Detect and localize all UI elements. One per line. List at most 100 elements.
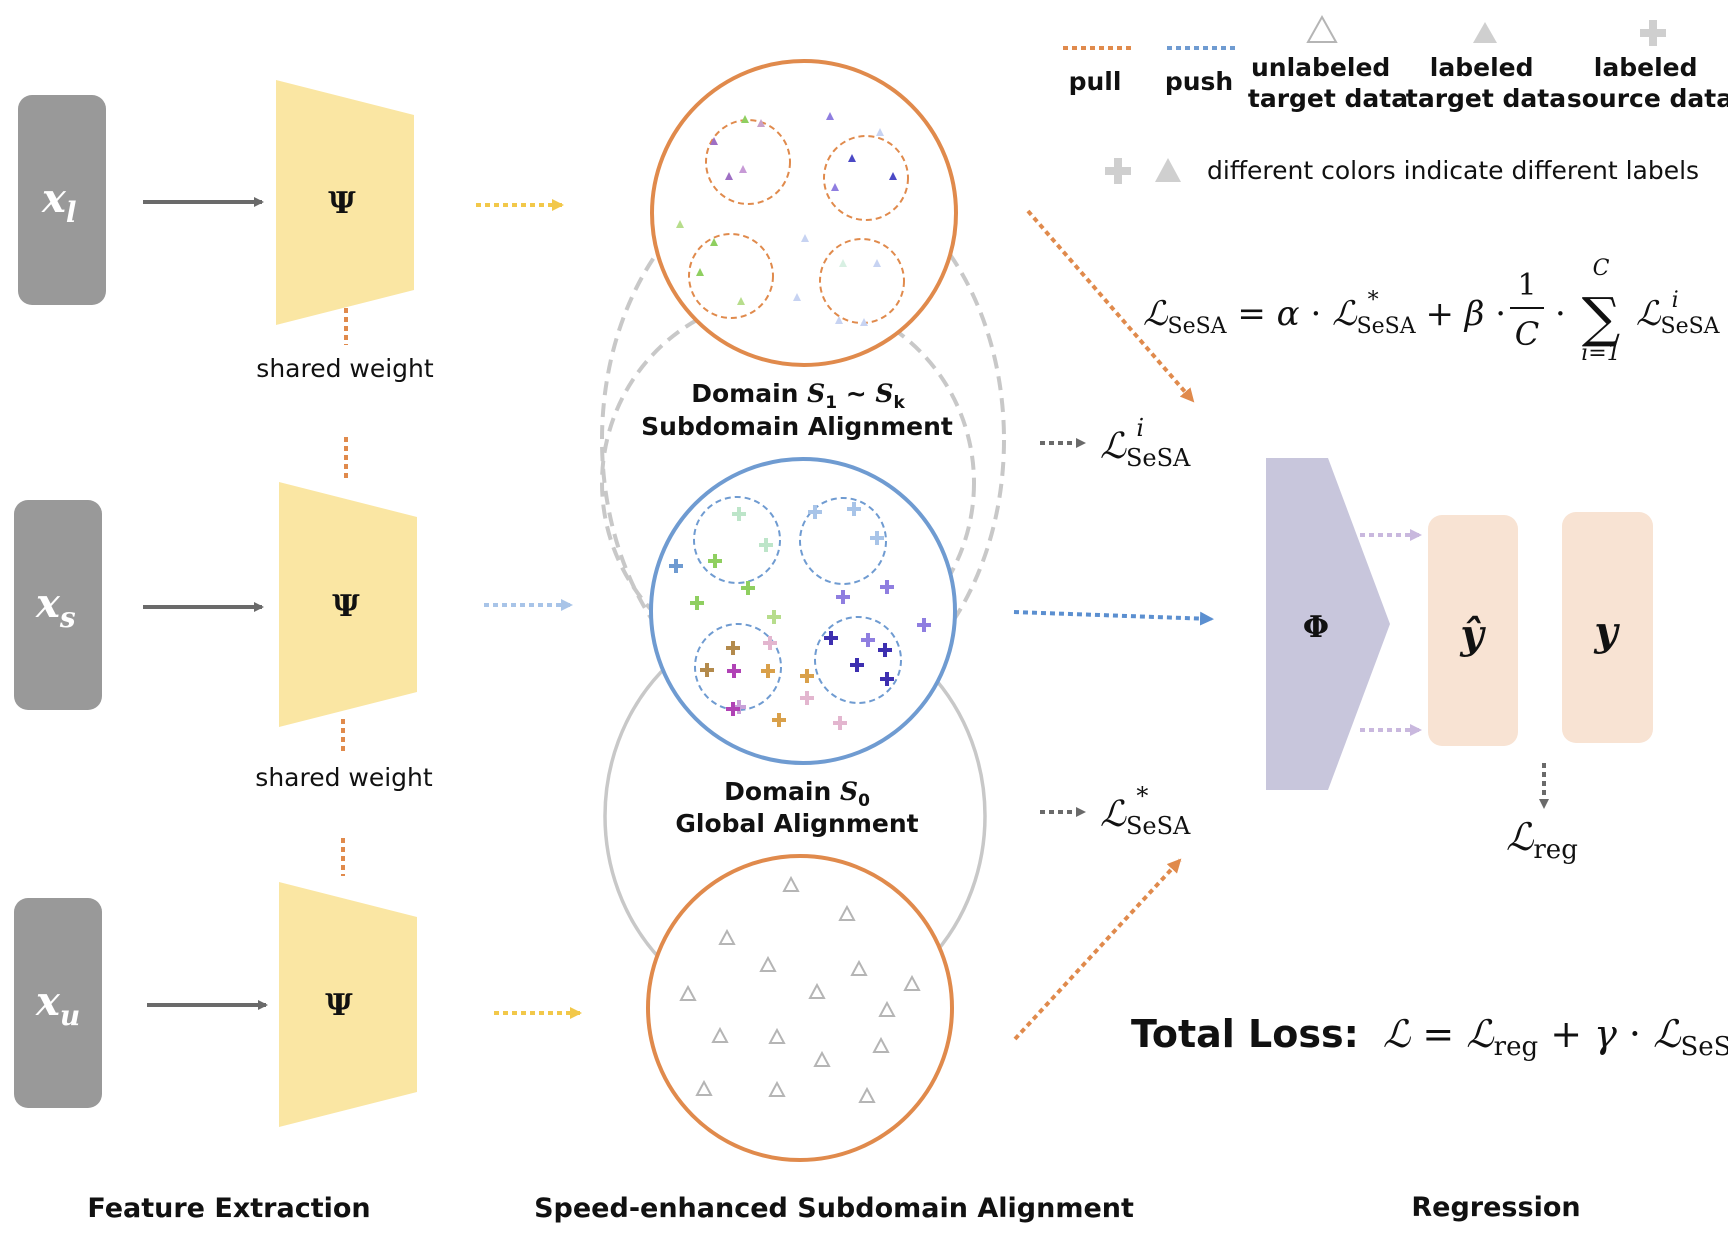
subdomain-cluster xyxy=(823,135,909,221)
formula-frac-num: 1 xyxy=(1517,268,1536,303)
cross-mark xyxy=(690,596,704,610)
cross-mark xyxy=(759,538,773,552)
domain-mid-subtitle: Global Alignment xyxy=(675,809,918,838)
loss-sesa-star: ℒSeSA* xyxy=(1100,782,1191,840)
triangle-mark xyxy=(725,172,733,180)
cross-mark xyxy=(850,658,864,672)
triangle-mark xyxy=(710,238,718,246)
formula-lhs: ℒSeSA = α · ℒSeSA* + β · xyxy=(1143,288,1506,339)
gray-dashed-oval-outer xyxy=(600,166,1006,714)
triangle-mark xyxy=(710,137,718,145)
section-regression: Regression xyxy=(1411,1192,1580,1223)
regressor-phi: Φ xyxy=(1266,458,1390,790)
legend: pull push unlabeled target data labeled … xyxy=(1063,14,1728,185)
triangle-mark xyxy=(878,1000,896,1017)
section-feature-extraction: Feature Extraction xyxy=(87,1193,370,1224)
svg-text:xu: xu xyxy=(35,978,80,1032)
triangle-mark xyxy=(838,904,856,921)
svg-text:Φ: Φ xyxy=(1303,610,1329,645)
triangle-mark xyxy=(711,1026,729,1043)
triangle-mark xyxy=(741,115,749,123)
svg-text:Ψ: Ψ xyxy=(325,988,353,1023)
cross-mark xyxy=(669,559,683,573)
triangle-mark xyxy=(718,928,736,945)
triangle-mark xyxy=(826,112,834,120)
triangle-mark xyxy=(768,1027,786,1044)
cross-mark xyxy=(800,691,814,705)
unlabeled-target-points xyxy=(679,875,921,1103)
legend-labeled-target-icon xyxy=(1473,22,1497,43)
triangle-mark xyxy=(793,293,801,301)
triangle-mark xyxy=(737,297,745,305)
svg-text:xs: xs xyxy=(35,580,76,634)
cross-mark xyxy=(741,581,755,595)
cross-mark xyxy=(800,669,814,683)
legend-unlabeled-target-icon xyxy=(1306,14,1338,43)
domain-top-circle xyxy=(650,59,958,367)
ground-truth-y: y xyxy=(1562,512,1653,743)
domain-top-subtitle: Subdomain Alignment xyxy=(641,412,953,441)
subdomain-cluster xyxy=(694,623,782,711)
legend-colors-note: different colors indicate different labe… xyxy=(1207,156,1699,185)
cross-mark xyxy=(824,631,838,645)
triangle-mark xyxy=(759,955,777,972)
cross-mark xyxy=(767,610,781,624)
cross-mark xyxy=(808,505,822,519)
cross-mark xyxy=(870,531,884,545)
cross-mark xyxy=(708,554,722,568)
triangle-mark xyxy=(889,172,897,180)
shared-weight-label-2: shared weight xyxy=(255,763,433,792)
formula-sum: ∑ xyxy=(1582,286,1621,349)
cross-mark xyxy=(847,502,861,516)
cross-mark xyxy=(833,716,847,730)
subdomain-cluster xyxy=(814,616,902,704)
triangle-mark xyxy=(858,1086,876,1103)
prediction-yhat: ŷ xyxy=(1428,515,1518,746)
legend-push-label: push xyxy=(1165,67,1233,96)
svg-text:xl: xl xyxy=(41,175,77,229)
domain-bottom-circle xyxy=(646,854,954,1162)
encoder-psi-3: Ψ xyxy=(279,882,417,1127)
legend-triangle-icon xyxy=(1155,158,1181,182)
domain-mid-circle xyxy=(649,457,957,765)
formula-frac-den: C xyxy=(1515,315,1539,353)
loss-reg: ℒreg xyxy=(1506,815,1578,865)
legend-unlabeled-target-label: unlabeled target data xyxy=(1248,53,1408,113)
subdomain-cluster xyxy=(688,233,774,319)
formula-sum-bottom: i=1 xyxy=(1581,341,1620,366)
total-loss: Total Loss: ℒ = ℒreg + γ · ℒSeSA xyxy=(1131,1012,1728,1062)
loss-sesa-i: ℒSeSAi xyxy=(1100,414,1191,472)
cross-mark xyxy=(732,507,746,521)
triangle-mark xyxy=(876,128,884,136)
triangle-mark xyxy=(739,165,747,173)
triangle-mark xyxy=(768,1080,786,1097)
pull-arrow-top xyxy=(1026,209,1195,403)
legend-labeled-source-icon xyxy=(1640,20,1666,46)
input-x-u: xu xyxy=(14,898,102,1108)
triangle-mark xyxy=(860,318,868,326)
triangle-mark xyxy=(831,183,839,191)
cross-mark xyxy=(836,590,850,604)
cross-mark xyxy=(772,713,786,727)
triangle-mark xyxy=(813,1050,831,1067)
legend-cross-icon xyxy=(1105,158,1131,184)
section-alignment: Speed-enhanced Subdomain Alignment xyxy=(534,1193,1134,1224)
triangle-mark xyxy=(835,316,843,324)
cross-mark xyxy=(917,618,931,632)
cross-mark xyxy=(726,702,740,716)
cross-mark xyxy=(763,636,777,650)
svg-text:ŷ: ŷ xyxy=(1459,611,1486,658)
cross-mark xyxy=(761,664,775,678)
subdomain-cluster xyxy=(693,496,781,584)
subdomain-cluster xyxy=(799,497,887,585)
cross-mark xyxy=(727,664,741,678)
formula-rhs: ℒSeSAi xyxy=(1636,288,1721,339)
input-x-l: xl xyxy=(18,95,106,305)
domain-mid-title: Domain S0 xyxy=(724,777,870,811)
triangle-mark xyxy=(839,259,847,267)
legend-labeled-target-label: labeled target data xyxy=(1406,53,1566,113)
triangle-mark xyxy=(696,268,704,276)
labeled-source-points xyxy=(669,502,931,730)
svg-text:Ψ: Ψ xyxy=(328,186,356,221)
labeled-target-points xyxy=(676,112,897,326)
